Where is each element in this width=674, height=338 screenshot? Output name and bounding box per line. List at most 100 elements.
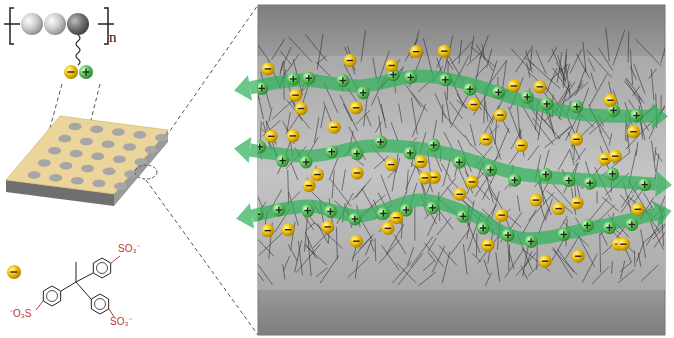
cation — [287, 73, 300, 86]
anion — [261, 62, 274, 75]
anion — [529, 194, 542, 207]
fiber — [287, 170, 289, 205]
fiber — [526, 50, 532, 70]
cation — [630, 109, 643, 122]
cation — [492, 86, 505, 99]
fiber — [528, 145, 539, 160]
fiber — [305, 34, 327, 61]
fiber — [586, 50, 611, 78]
anion — [410, 45, 423, 58]
anion — [64, 65, 78, 79]
fiber — [432, 246, 444, 272]
cation — [258, 82, 268, 95]
pore — [145, 146, 158, 154]
fiber — [289, 37, 312, 62]
fiber — [356, 178, 371, 197]
cation — [570, 100, 583, 113]
fiber — [533, 118, 554, 145]
fiber — [630, 49, 632, 85]
anion — [438, 45, 451, 58]
fiber — [552, 49, 558, 63]
fiber — [381, 175, 391, 202]
fiber — [591, 73, 597, 91]
fiber — [296, 244, 321, 273]
fiber — [582, 254, 597, 283]
fiber — [258, 259, 272, 285]
fiber — [609, 133, 612, 145]
anion — [414, 155, 427, 168]
pore — [112, 128, 125, 136]
sulfonate-group: SO₃⁻ — [118, 244, 140, 254]
fiber — [272, 99, 294, 119]
cation — [302, 72, 315, 85]
fiber — [529, 192, 554, 220]
fiber — [558, 149, 570, 171]
anion — [466, 175, 479, 188]
cation — [350, 147, 363, 160]
anion — [571, 196, 584, 209]
fiber — [288, 244, 297, 260]
repeat-subscript: n — [109, 30, 117, 45]
fiber — [620, 262, 631, 272]
fiber — [606, 28, 610, 62]
pore — [69, 123, 82, 131]
fiber — [361, 30, 366, 61]
fiber — [308, 237, 311, 277]
fiber — [437, 56, 442, 67]
fiber — [412, 93, 428, 112]
fiber — [283, 264, 285, 279]
fiber — [628, 31, 630, 63]
fiber — [406, 85, 421, 107]
fiber — [366, 114, 371, 126]
pore — [81, 165, 94, 173]
anion — [631, 203, 644, 216]
arrow-head — [653, 201, 671, 226]
fiber — [654, 147, 656, 161]
pore — [90, 125, 103, 133]
cation — [426, 201, 439, 214]
pore — [38, 159, 51, 167]
fiber — [517, 195, 519, 211]
flow-arrow — [252, 200, 656, 239]
fiber — [599, 233, 601, 272]
anion — [343, 54, 356, 67]
fiber — [306, 244, 316, 258]
pore — [102, 140, 115, 148]
cation — [540, 97, 553, 110]
cation — [272, 203, 285, 216]
cation — [581, 219, 594, 232]
fiber — [570, 151, 574, 166]
fiber — [451, 96, 468, 128]
cation — [439, 73, 452, 86]
fiber — [391, 122, 398, 141]
flow-arrow — [250, 146, 656, 184]
anion — [609, 150, 622, 163]
cation — [457, 210, 470, 223]
fiber — [583, 42, 586, 73]
fiber — [463, 244, 467, 274]
fiber — [465, 172, 490, 200]
fiber — [536, 51, 546, 74]
pore — [114, 183, 127, 191]
fiber — [428, 252, 435, 262]
fiber — [654, 230, 665, 248]
fiber — [320, 255, 339, 283]
fiber — [427, 213, 438, 235]
anion — [390, 211, 403, 224]
anion — [350, 235, 363, 248]
fiber — [398, 254, 423, 285]
anion — [265, 130, 278, 143]
fiber — [651, 140, 655, 171]
fiber — [316, 267, 327, 276]
fiber — [453, 156, 467, 189]
fiber — [641, 229, 646, 257]
anion — [303, 179, 316, 192]
cation — [625, 218, 638, 231]
fiber — [449, 102, 462, 119]
anion — [495, 209, 508, 222]
cation — [374, 135, 387, 148]
fiber — [649, 69, 657, 79]
pore — [48, 147, 61, 155]
pore — [155, 134, 168, 142]
